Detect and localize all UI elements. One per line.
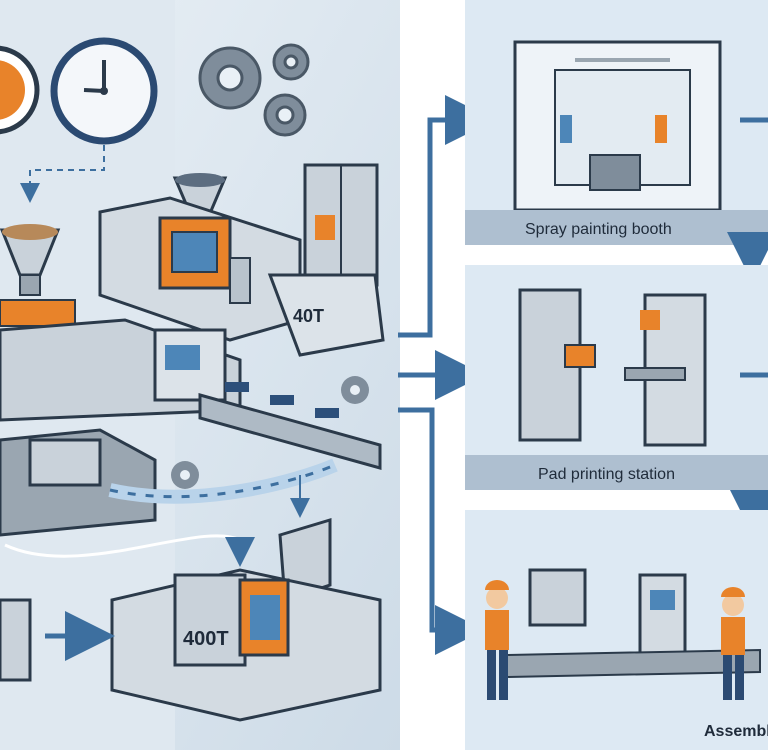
pressure-gauge-icon — [0, 45, 40, 135]
machine-tag-40t: 40T — [293, 306, 324, 326]
flow-connectors — [398, 95, 495, 655]
worker-left-icon — [485, 580, 509, 700]
material-hopper-left — [0, 224, 61, 296]
caption-pad-printing: Pad printing station — [538, 466, 675, 483]
gear-icon-small — [171, 376, 369, 489]
assembly-panel: Assembl — [465, 510, 768, 750]
injection-molding-area: 40T — [0, 0, 400, 750]
injection-machine-40t: 40T — [98, 196, 385, 357]
worker-right-icon — [721, 587, 745, 700]
molding-press-and-conveyor — [0, 318, 382, 470]
pad-printing-panel: Pad printing station — [465, 265, 768, 490]
clock-icon — [50, 37, 158, 145]
caption-spray-booth: Spray painting booth — [525, 221, 672, 238]
injection-barrel — [0, 299, 76, 327]
storage-cabinet — [303, 163, 379, 287]
spray-booth-panel: Spray painting booth — [465, 0, 768, 245]
gear-icon-cluster — [198, 43, 310, 137]
machine-tag-400t: 400T — [183, 628, 229, 650]
extruder-unit — [0, 428, 157, 537]
caption-assembly: Assembl — [704, 723, 768, 740]
injection-machine-400t: 400T — [0, 517, 382, 722]
